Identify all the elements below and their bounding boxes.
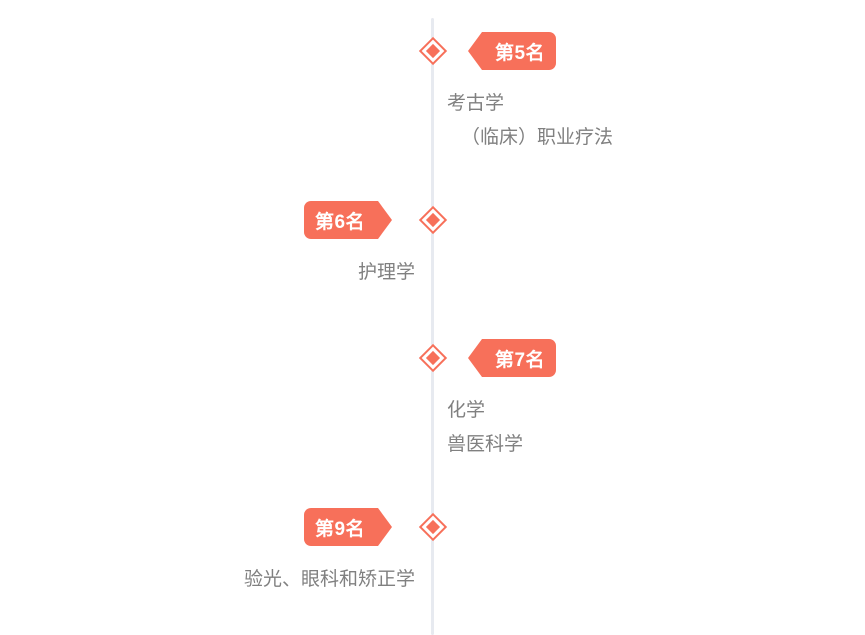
entry-description: 护理学 — [358, 256, 415, 290]
entry-description: 化学兽医科学 — [447, 394, 523, 462]
entry-description-line: （临床）职业疗法 — [461, 127, 614, 148]
timeline-axis-line — [431, 18, 434, 635]
entry-description-line: 兽医科学 — [447, 434, 524, 455]
rank-badge[interactable]: 第7名 — [468, 339, 556, 377]
timeline-node-diamond-icon — [418, 205, 448, 235]
entry-description-line: 考古学 — [447, 93, 505, 114]
timeline-node-diamond-icon — [418, 36, 448, 66]
entry-description-line: 化学 — [447, 400, 486, 421]
rank-badge[interactable]: 第5名 — [468, 32, 556, 70]
entry-description: 考古学 （临床）职业疗法 — [447, 87, 613, 155]
entry-description: 验光、眼科和矫正学 — [244, 563, 415, 597]
rank-badge[interactable]: 第6名 — [304, 201, 392, 239]
timeline-node-diamond-icon — [418, 343, 448, 373]
timeline-node-diamond-icon — [418, 512, 448, 542]
entry-description-line: 验光、眼科和矫正学 — [243, 569, 415, 590]
entry-description-line: 护理学 — [357, 262, 415, 283]
rank-badge[interactable]: 第9名 — [304, 508, 392, 546]
